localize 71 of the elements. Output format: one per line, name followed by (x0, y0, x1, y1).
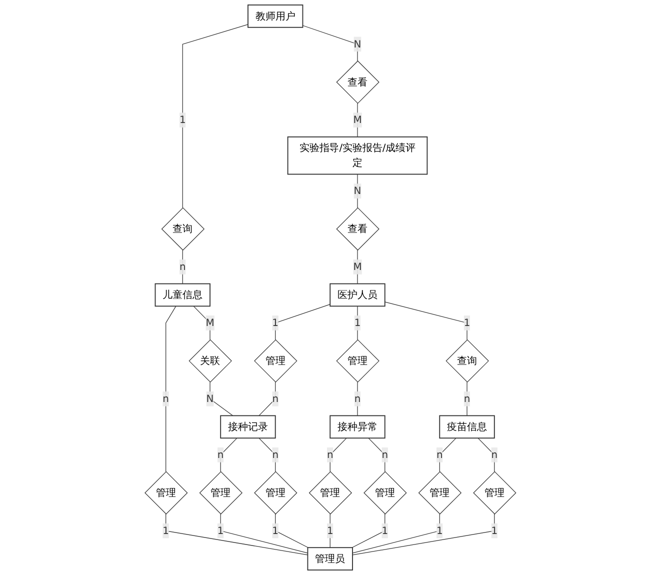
edge-label: 1 (491, 524, 498, 536)
edge-label: 1 (436, 524, 443, 536)
edge-label: N (354, 38, 362, 50)
node-box: 教师用户 (248, 4, 304, 28)
edge-label: n (354, 392, 361, 404)
edge-label: n (272, 448, 279, 460)
edge-label: 1 (180, 114, 186, 126)
connector (302, 25, 358, 62)
node-diamond: 管理 (254, 339, 298, 383)
edge-label: n (218, 448, 224, 460)
edge-label: 1 (218, 524, 224, 536)
edge-label: 1 (382, 524, 388, 536)
node-box: 医护人员 (330, 283, 386, 307)
node-diamond: 查看 (336, 207, 380, 251)
edge-label: N (354, 184, 362, 197)
node-diamond: 管理 (308, 471, 352, 514)
connector (166, 306, 176, 472)
edge-label: n (436, 448, 443, 460)
edge-label: n (491, 448, 498, 460)
connector (439, 438, 456, 472)
node-diamond: 查看 (336, 60, 380, 104)
node-diamond: 查询 (161, 207, 205, 251)
edge-label: M (353, 114, 362, 126)
connector (220, 438, 238, 472)
connector (357, 382, 358, 416)
connector (275, 304, 330, 340)
connector (384, 302, 468, 340)
connector (258, 438, 276, 472)
node-box: 管理员 (307, 547, 354, 570)
node-box: 接种记录 (220, 415, 276, 439)
connector (357, 103, 358, 138)
node-diamond: 关联 (188, 339, 232, 383)
edge-label: n (272, 392, 279, 404)
edge-label: n (464, 392, 470, 404)
connector (357, 250, 358, 284)
connector (330, 438, 347, 472)
node-diamond: 管理 (364, 471, 407, 514)
connector (258, 382, 276, 416)
connector (352, 514, 386, 548)
node-box: 接种异常 (330, 415, 386, 439)
node-diamond: 管理 (199, 471, 243, 514)
edge-label: 1 (162, 524, 170, 536)
node-diamond: 管理 (144, 471, 188, 514)
node-box: 实验指导/实验报告/成绩评定 (287, 136, 428, 175)
connector (357, 174, 358, 208)
connector (182, 24, 248, 208)
node-box: 儿童信息 (154, 283, 211, 307)
edge-label: 1 (464, 316, 470, 329)
edge-label: 1 (354, 316, 361, 329)
connector (352, 514, 440, 554)
connector (352, 514, 495, 556)
connector (466, 382, 468, 416)
edge-label: M (206, 316, 214, 329)
node-diamond: 查询 (446, 339, 489, 383)
edge-label: n (180, 260, 186, 273)
edge-label: 1 (272, 316, 279, 329)
connector (182, 250, 184, 284)
connector (368, 438, 386, 472)
edge-label: 1 (327, 524, 334, 536)
node-diamond: 管理 (254, 471, 298, 514)
node-diamond: 管理 (336, 339, 380, 383)
connector (478, 438, 495, 472)
edge-label: N (206, 392, 214, 404)
edge-label: n (382, 448, 388, 460)
edge-label: 1 (272, 524, 279, 536)
node-diamond: 管理 (473, 471, 516, 514)
edge-label: M (353, 260, 362, 273)
node-diamond: 管理 (418, 471, 462, 514)
edge-label: n (327, 448, 334, 460)
edge-label: n (162, 392, 170, 404)
node-box: 疫苗信息 (439, 415, 495, 439)
